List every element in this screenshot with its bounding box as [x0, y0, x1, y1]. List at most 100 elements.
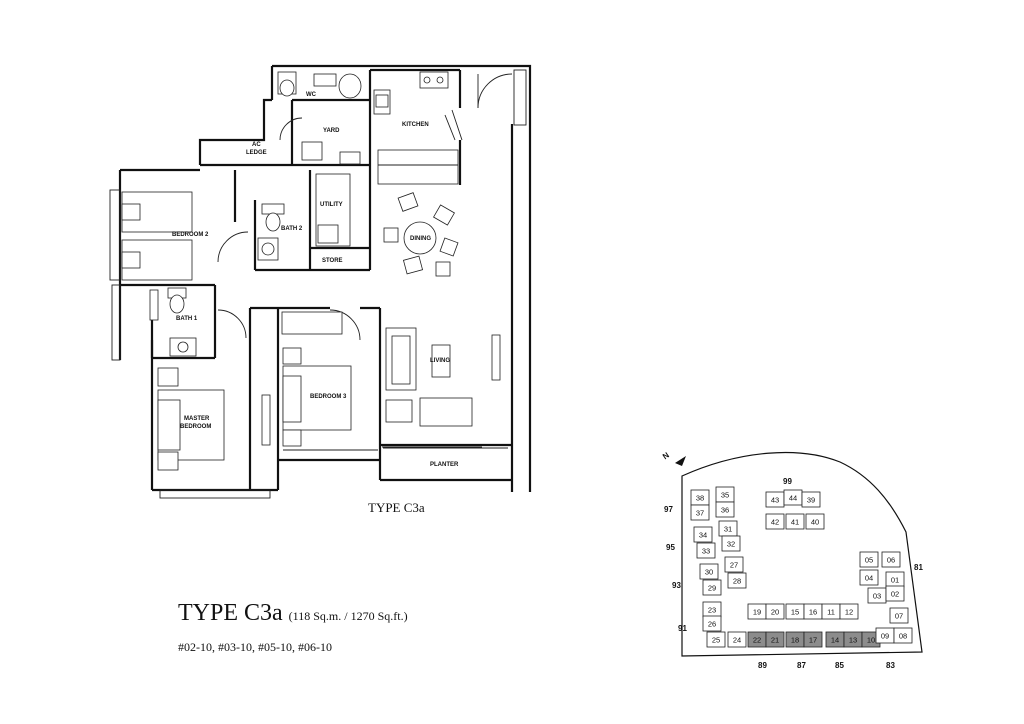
unit-block-label: 04: [865, 574, 873, 583]
unit-block: 41: [785, 513, 805, 530]
unit-block-label: 17: [809, 636, 817, 645]
room-label-ac-ledge: AC: [252, 142, 261, 148]
unit-block-shape: [785, 513, 805, 530]
unit-block-shape: [765, 631, 785, 648]
unit-block: 34: [693, 526, 713, 543]
room-labels: WC YARD KITCHEN AC LEDGE BEDROOM 2 BATH …: [172, 92, 459, 468]
unit-block-shape: [889, 607, 909, 624]
unit-block-label: 12: [845, 608, 853, 617]
unit-block-label: 36: [721, 506, 729, 515]
unit-block: 05: [859, 551, 879, 568]
room-label-living: LIVING: [430, 358, 450, 364]
unit-block-label: 26: [708, 620, 716, 629]
unit-block-label: 07: [895, 612, 903, 621]
street-label: 89: [758, 661, 767, 670]
unit-block-shape: [721, 535, 741, 552]
unit-block: 14: [825, 631, 845, 648]
unit-block: 44: [783, 489, 803, 506]
unit-block-label: 13: [849, 636, 857, 645]
unit-block: 43: [765, 491, 785, 508]
unit-block-label: 38: [696, 494, 704, 503]
unit-block: 26: [702, 615, 722, 632]
unit-block: 09: [875, 627, 895, 644]
unit-block: 20: [765, 603, 785, 620]
north-label: N: [661, 450, 671, 461]
site-boundary: [681, 451, 923, 657]
unit-block: 22: [747, 631, 767, 648]
unit-block: 06: [881, 551, 901, 568]
unit-type-title: TYPE C3a: [178, 600, 283, 626]
unit-block-shape: [881, 551, 901, 568]
street-label: 87: [797, 661, 806, 670]
street-label: 95: [666, 543, 675, 552]
unit-block: 36: [715, 501, 735, 518]
street-label: 91: [678, 624, 687, 633]
unit-block: 07: [889, 607, 909, 624]
street-label: 81: [914, 563, 923, 572]
unit-block-shape: [839, 603, 859, 620]
unit-block: 08: [893, 627, 913, 644]
unit-block: 01: [885, 571, 905, 588]
unit-block: 32: [721, 535, 741, 552]
unit-block-label: 20: [771, 608, 779, 617]
unit-block-label: 34: [699, 531, 707, 540]
unit-block: 23: [702, 601, 722, 618]
unit-block-shape: [893, 627, 913, 644]
unit-block-shape: [693, 526, 713, 543]
unit-block-label: 10: [867, 636, 875, 645]
unit-block-shape: [696, 542, 716, 559]
unit-block-label: 01: [891, 576, 899, 585]
room-label-bath-2: BATH 2: [281, 226, 303, 232]
room-label-master-2: BEDROOM: [180, 424, 211, 430]
room-label-planter: PLANTER: [430, 462, 459, 468]
unit-block-label: 19: [753, 608, 761, 617]
unit-block: 42: [765, 513, 785, 530]
street-label: 99: [783, 477, 792, 486]
unit-block-shape: [727, 631, 747, 648]
unit-block: 28: [727, 572, 747, 589]
room-label-master: MASTER: [184, 416, 210, 422]
unit-block-shape: [801, 491, 821, 508]
unit-block: 15: [785, 603, 805, 620]
room-label-bedroom-2: BEDROOM 2: [172, 232, 209, 238]
unit-block: 29: [702, 579, 722, 596]
unit-block: 16: [803, 603, 823, 620]
unit-block: 38: [690, 489, 710, 506]
unit-block: 33: [696, 542, 716, 559]
unit-block: 02: [885, 585, 905, 602]
unit-block-label: 21: [771, 636, 779, 645]
street-labels: 99 97 95 93 91 81 89 87 85 83: [664, 477, 923, 670]
room-label-bedroom-3: BEDROOM 3: [310, 394, 347, 400]
unit-block: 17: [803, 631, 823, 648]
unit-block: 13: [843, 631, 863, 648]
unit-block: 25: [706, 631, 726, 648]
unit-block-label: 33: [702, 547, 710, 556]
room-label-wc: WC: [306, 92, 317, 98]
unit-block-label: 44: [789, 494, 797, 503]
unit-block-shape: [765, 513, 785, 530]
room-label-store: STORE: [322, 258, 343, 264]
unit-block-label: 15: [791, 608, 799, 617]
unit-block: 18: [785, 631, 805, 648]
unit-block-label: 24: [733, 636, 741, 645]
unit-block: 27: [724, 556, 744, 573]
unit-block-shape: [765, 603, 785, 620]
interior-walls: [120, 68, 462, 490]
unit-block-label: 03: [873, 592, 881, 601]
street-label: 93: [672, 581, 681, 590]
unit-block-shape: [702, 579, 722, 596]
unit-type-area: (118 Sq.m. / 1270 Sq.ft.): [288, 609, 408, 623]
unit-block-shape: [885, 585, 905, 602]
unit-block-label: 32: [727, 540, 735, 549]
unit-block-label: 27: [730, 561, 738, 570]
unit-block-label: 43: [771, 496, 779, 505]
unit-block: 31: [718, 520, 738, 537]
unit-block-label: 42: [771, 518, 779, 527]
unit-block-shape: [859, 569, 879, 586]
unit-block-label: 22: [753, 636, 761, 645]
street-label: 97: [664, 505, 673, 514]
unit-block-label: 30: [705, 568, 713, 577]
room-label-utility: UTILITY: [320, 202, 343, 208]
unit-block-label: 16: [809, 608, 817, 617]
